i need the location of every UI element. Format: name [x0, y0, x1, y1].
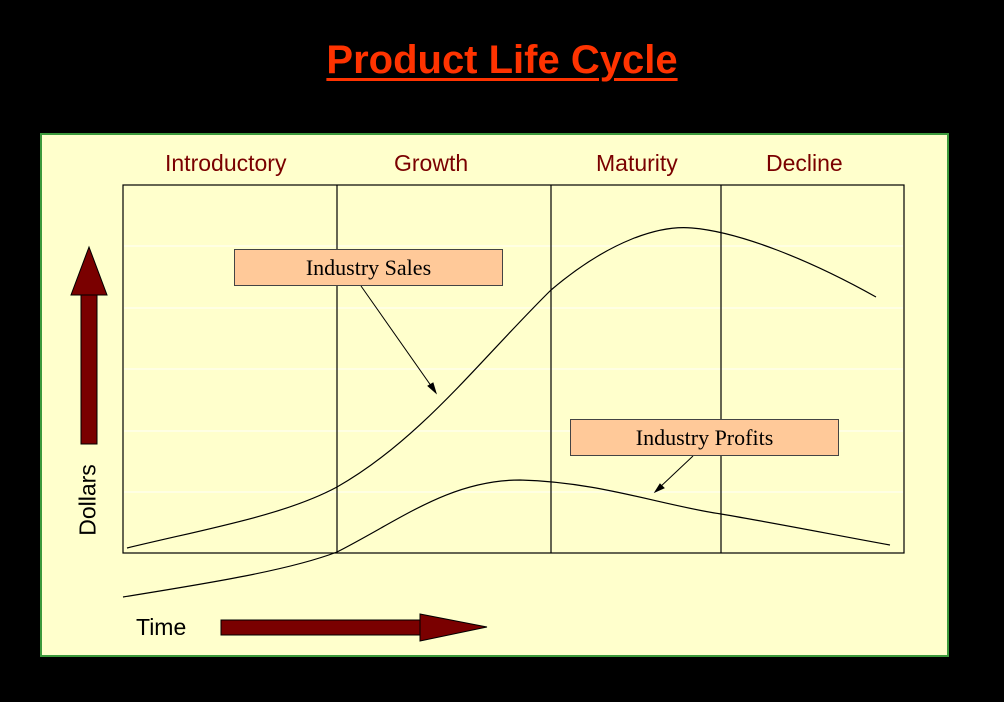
stage-label-decline: Decline	[766, 150, 843, 176]
plot-frame	[122, 184, 905, 554]
profits-pointer	[653, 455, 694, 494]
stage-label-introductory: Introductory	[165, 150, 287, 176]
diagram-panel	[40, 133, 949, 657]
up-arrow-icon	[70, 245, 108, 445]
stage-dividers	[336, 185, 722, 553]
y-axis-label: Dollars	[74, 464, 101, 536]
industry-profits-label: Industry Profits	[570, 419, 839, 456]
sales-pointer	[360, 285, 437, 395]
industry-sales-label: Industry Sales	[234, 249, 503, 286]
page-title: Product Life Cycle	[326, 38, 678, 82]
profits-curve	[122, 479, 891, 598]
right-arrow-icon	[220, 613, 488, 642]
stage-label-maturity: Maturity	[596, 150, 678, 176]
stage-label-growth: Growth	[394, 150, 469, 176]
sales-curve	[126, 227, 877, 549]
x-axis-label: Time	[136, 614, 187, 640]
